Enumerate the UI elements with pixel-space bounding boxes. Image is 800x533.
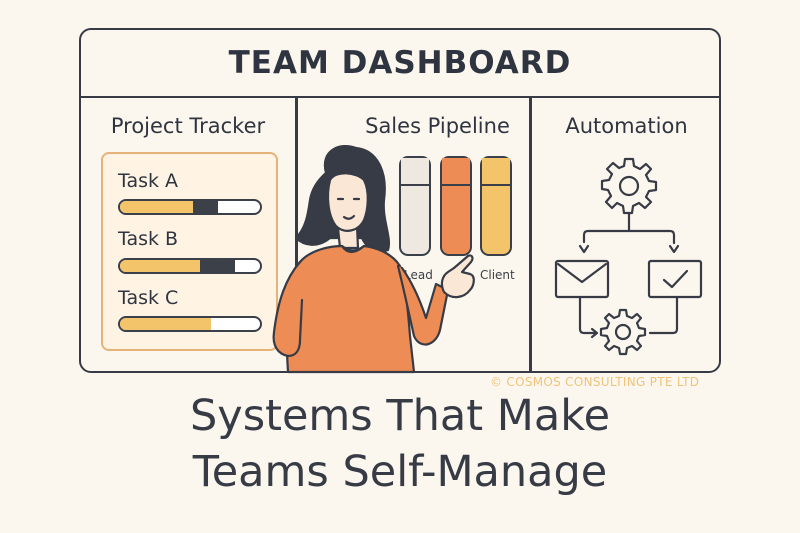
task-label: Task A (118, 170, 179, 192)
sales-pipeline-title: Sales Pipeline (365, 114, 510, 138)
task-progress-bar (118, 316, 262, 332)
check-icon (647, 259, 703, 299)
mail-icon (554, 259, 610, 299)
task-label: Task B (118, 228, 179, 250)
pipeline-stage (480, 156, 512, 256)
task-progress-segment (192, 201, 218, 213)
task-label: Task C (118, 287, 179, 309)
pipeline-stage-cap (442, 158, 470, 186)
task-list: Task A Task B Task C (101, 152, 278, 351)
dashboard-title: TEAM DASHBOARD (81, 30, 719, 98)
task-progress-bar (118, 199, 262, 215)
task-progress-bar (118, 258, 262, 274)
automation-flow (554, 157, 703, 356)
panel-divider (529, 98, 532, 373)
copyright-notice: © COSMOS CONSULTING PTE LTD (490, 375, 700, 389)
project-tracker-title: Project Tracker (110, 114, 266, 138)
panel-divider (295, 98, 298, 373)
gear-icon (600, 157, 658, 215)
automation-title: Automation (565, 114, 688, 138)
task-progress-fill (120, 318, 211, 330)
pipeline-stage-cap (401, 158, 429, 186)
pipeline-stage (440, 156, 472, 256)
pipeline-stage-cap (482, 158, 510, 186)
headline-line-1: Systems That Make (189, 391, 611, 441)
pipeline-client-label: Client (480, 268, 515, 282)
task-progress-fill (120, 260, 200, 272)
task-progress-fill (120, 201, 193, 213)
pipeline-lead-label: Lead (404, 268, 433, 282)
headline-line-2: Teams Self-Manage (192, 447, 608, 497)
task-progress-segment (199, 260, 235, 272)
team-dashboard: TEAM DASHBOARD Project Tracker Task A Ta… (79, 28, 721, 373)
gear-icon (599, 308, 647, 356)
pipeline-stage (399, 156, 431, 256)
